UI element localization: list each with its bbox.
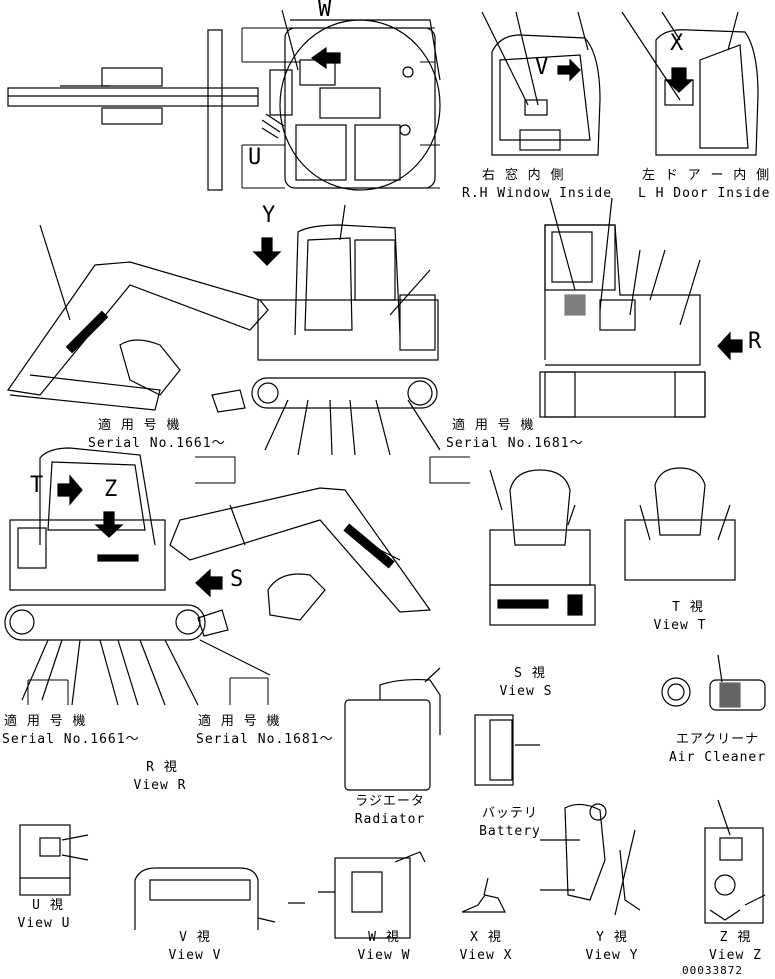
battery-caption-jp: バッテリ: [481, 806, 538, 821]
air-cleaner-drawing: [661, 654, 766, 711]
view-s-caption-jp: S 視: [514, 666, 546, 681]
view-z-drawing: [704, 799, 766, 924]
view-u-caption-en: View U: [17, 916, 71, 931]
view-y-drawing: [540, 803, 641, 916]
serial-note-en: Serial No.1661～: [88, 436, 226, 451]
lh-door-drawing: [621, 11, 759, 156]
view-x-caption-en: View X: [459, 948, 513, 963]
view-r-caption-jp: R 視: [146, 760, 178, 775]
view-y-caption-jp: Y 視: [596, 930, 628, 945]
rh-window-drawing: [481, 11, 601, 156]
view-letter-v: V: [535, 55, 549, 80]
view-w-drawing: [288, 851, 426, 939]
view-letter-u: U: [248, 145, 262, 170]
view-s-caption-en: View S: [499, 684, 553, 699]
view-letter-s: S: [230, 567, 244, 592]
rh-window-caption-jp: 右 窓 内 側: [482, 168, 565, 183]
view-w-caption-en: View W: [357, 948, 411, 963]
view-letter-t: T: [30, 473, 44, 498]
view-letter-x: X: [670, 31, 684, 56]
radiator-caption-jp: ラジエータ: [355, 794, 425, 809]
view-z-caption-en: View Z: [709, 948, 762, 963]
excavator-side-view-2: [4, 447, 432, 706]
view-u-drawing: [19, 824, 89, 896]
serial-note-jp: 適 用 号 機: [452, 418, 535, 433]
serial-note-en: Serial No.1681～: [446, 436, 584, 451]
seat-view-t: [624, 467, 736, 581]
lh-door-caption-jp: 左 ド ア ー 内 側: [642, 168, 771, 183]
top-view-drawing: [7, 9, 441, 191]
air-cleaner-caption-en: Air Cleaner: [668, 750, 767, 765]
view-u-caption-jp: U 視: [32, 898, 64, 913]
seat-view-s: [489, 469, 596, 626]
view-v-caption-en: View V: [168, 948, 222, 963]
view-x-drawing: [461, 877, 506, 913]
excavator-rear-view: [539, 197, 743, 418]
view-letter-y: Y: [262, 203, 276, 228]
serial-note-en: Serial No.1681～: [196, 732, 334, 747]
view-t-caption-en: View T: [653, 618, 707, 633]
radiator-caption-en: Radiator: [354, 812, 426, 827]
view-v-caption-jp: V 視: [179, 930, 211, 945]
view-y-caption-en: View Y: [585, 948, 639, 963]
view-w-caption-jp: W 視: [368, 930, 400, 945]
radiator-drawing: [344, 667, 441, 791]
battery-caption-en: Battery: [479, 824, 541, 839]
view-letter-w: W: [318, 0, 332, 22]
rh-window-caption-en: R.H Window Inside: [462, 186, 613, 201]
battery-drawing: [474, 714, 540, 786]
view-letter-z: Z: [104, 477, 118, 502]
view-x-caption-jp: X 視: [470, 930, 502, 945]
drawing-part-number: 00033872: [682, 964, 743, 977]
serial-note-en: Serial No.1661～: [2, 732, 140, 747]
serial-note-jp: 適 用 号 機: [198, 714, 281, 729]
excavator-side-view-1: [6, 204, 470, 484]
serial-note-jp: 適 用 号 機: [98, 418, 181, 433]
view-letter-r: R: [748, 329, 762, 354]
view-t-caption-jp: T 視: [672, 600, 704, 615]
lh-door-caption-en: L H Door Inside: [638, 186, 771, 201]
view-v-drawing: [134, 867, 276, 930]
air-cleaner-caption-jp: エアクリーナ: [675, 732, 760, 747]
serial-note-jp: 適 用 号 機: [4, 714, 87, 729]
view-r-caption-en: View R: [133, 778, 187, 793]
view-z-caption-jp: Z 視: [719, 930, 752, 945]
